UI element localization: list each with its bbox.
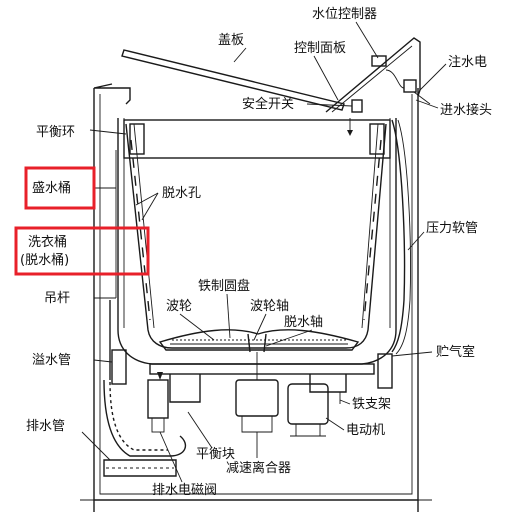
label-pressure-hose: 压力软管 [426, 221, 478, 236]
label-wash-tub-line1: 洗衣桶 [28, 234, 67, 250]
label-reduction-clutch: 减速离合器 [226, 460, 291, 476]
highlight-boxes [14, 166, 150, 276]
label-motor: 电动机 [346, 423, 385, 438]
label-lid: 盖板 [218, 33, 244, 48]
control-panel [325, 37, 431, 113]
air-chamber [377, 353, 393, 389]
highlight-wash-tub [14, 226, 150, 276]
label-air-chamber: 贮气室 [436, 344, 475, 360]
label-suspension-rod: 吊杆 [44, 291, 70, 306]
label-water-inlet-valve: 注水电 [448, 55, 487, 70]
highlight-water-tub [24, 166, 96, 210]
leader-lines [81, 21, 447, 483]
impeller-assembly [158, 329, 360, 353]
label-safety-switch: 安全开关 [242, 96, 294, 112]
label-iron-disc: 铁制圆盘 [198, 278, 250, 294]
label-water-tub: 盛水桶 [32, 181, 71, 196]
label-iron-bracket: 铁支架 [352, 397, 391, 412]
labels: 盖板 水位控制器 控制面板 注水电 安全开关 进水接头 平衡环 盛水桶 脱水孔 … [20, 7, 492, 498]
lid [121, 49, 345, 111]
balance-ring [123, 118, 391, 159]
motor [287, 383, 329, 437]
label-spin-shaft: 脱水轴 [284, 315, 323, 330]
label-inlet-connector: 进水接头 [440, 102, 492, 118]
drain-pipe [103, 379, 187, 477]
label-impeller-shaft: 波轮轴 [250, 299, 289, 314]
base-plate [149, 363, 375, 404]
cabinet [80, 83, 432, 512]
overflow-pipe [109, 300, 127, 385]
drain-solenoid-valve [147, 372, 169, 433]
label-spin-holes: 脱水孔 [162, 186, 201, 201]
label-control-panel: 控制面板 [294, 41, 346, 56]
label-balance-ring: 平衡环 [36, 125, 75, 140]
safety-switch [351, 99, 363, 113]
label-drain-pipe: 排水管 [26, 419, 65, 434]
outer-water-tub [117, 118, 397, 365]
label-impeller: 波轮 [166, 299, 192, 314]
pressure-hose [391, 119, 411, 355]
label-balance-block: 平衡块 [196, 447, 235, 462]
label-overflow-pipe: 溢水管 [32, 353, 71, 368]
label-water-level-controller: 水位控制器 [312, 7, 377, 22]
label-wash-tub-line2: (脱水桶) [20, 253, 69, 268]
label-drain-solenoid-valve: 排水电磁阀 [152, 483, 217, 498]
